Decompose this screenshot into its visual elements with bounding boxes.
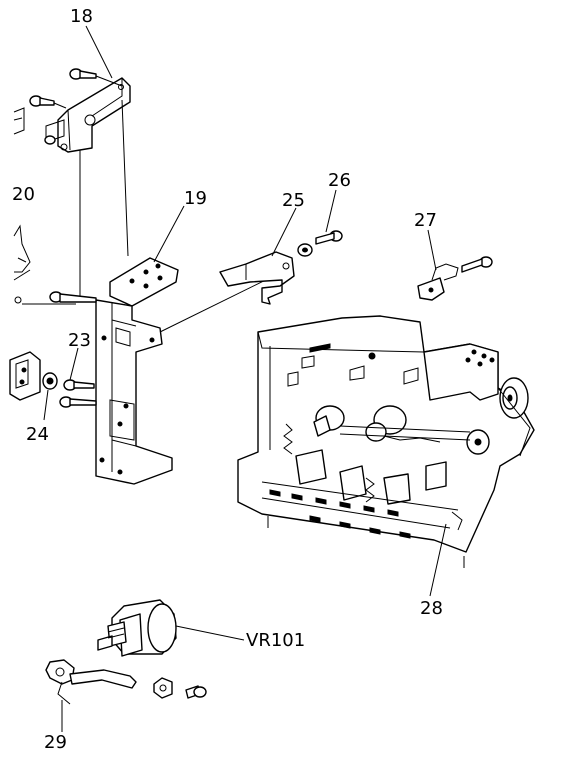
callout-28: 28 [420, 598, 443, 619]
part-23-screw [59, 379, 97, 408]
callout-29: 29 [44, 732, 67, 753]
part-18-chassis-edge [13, 107, 25, 135]
part-23-bracket-plate [9, 351, 41, 401]
callout-20: 20 [12, 184, 35, 205]
callout-23: 23 [68, 330, 91, 351]
vr101-potentiometer [97, 599, 245, 657]
part-19-screw [49, 291, 97, 303]
part-19-bracket [95, 257, 287, 485]
leader-lines [43, 25, 447, 732]
part-27-bracket [417, 263, 459, 301]
part-26-washer [297, 243, 313, 257]
callout-18: 18 [70, 6, 93, 27]
part-20-bracket [13, 224, 76, 305]
part-25-lever [219, 251, 295, 305]
part-24-nut [42, 372, 58, 390]
callout-24: 24 [26, 424, 49, 445]
callout-vr101: VR101 [246, 630, 305, 651]
part-27-screw [461, 256, 493, 273]
callout-26: 26 [328, 170, 351, 191]
part-18-screws [29, 68, 123, 145]
callout-19: 19 [184, 188, 207, 209]
callout-27: 27 [414, 210, 437, 231]
part-26-screw [315, 230, 343, 245]
part-29-nut [153, 677, 173, 699]
part-29-screw [185, 685, 207, 699]
part-28-mechanism [237, 315, 535, 568]
callout-25: 25 [282, 190, 305, 211]
part-29-lug [45, 659, 137, 705]
part-18-bracket [45, 77, 131, 300]
